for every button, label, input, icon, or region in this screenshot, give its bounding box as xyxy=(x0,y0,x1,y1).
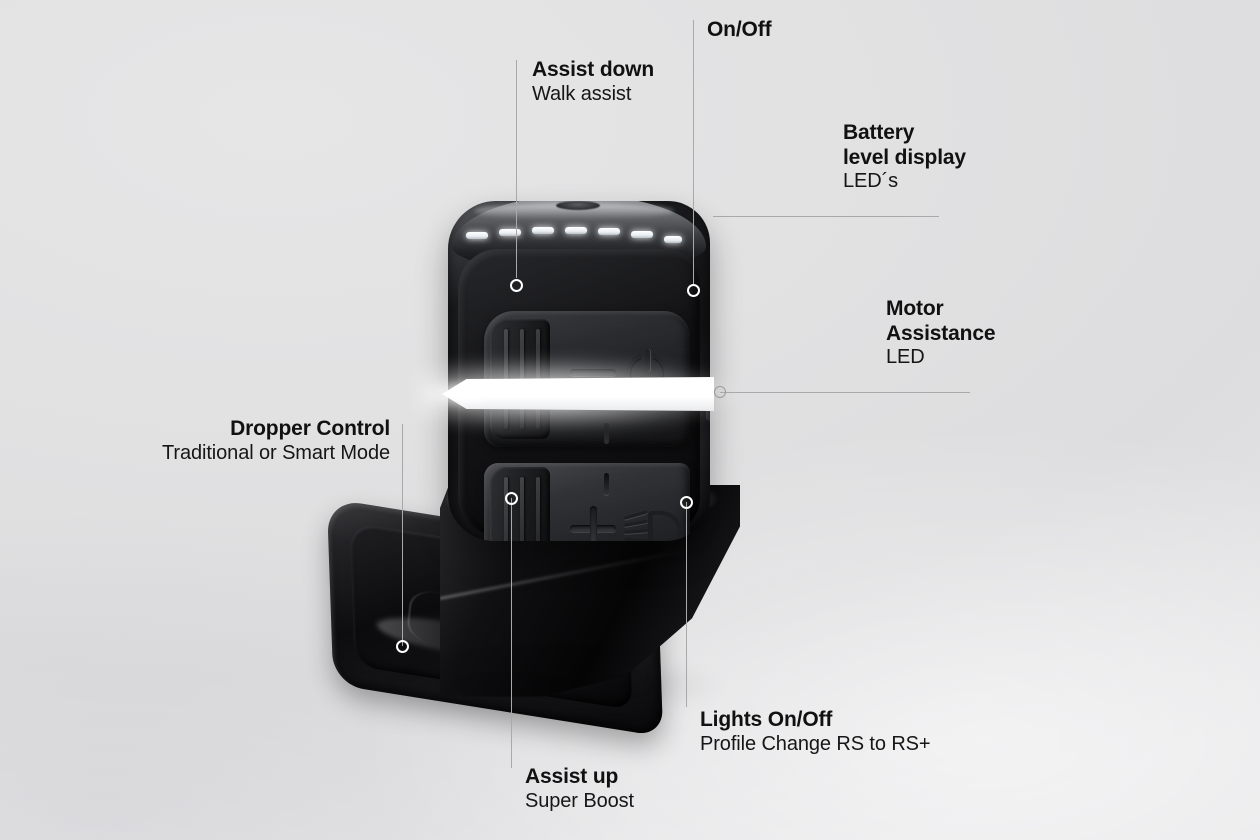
callout-title: Lights On/Off xyxy=(700,708,833,731)
center-tick-lower xyxy=(604,473,609,495)
drop-shadow xyxy=(390,655,720,715)
callout-battery-level-display: Battery level display LED´s xyxy=(843,121,966,194)
led-bar-tip-glow xyxy=(424,381,484,407)
marker-dot-assist-down xyxy=(510,279,523,292)
battery-led-segment xyxy=(499,229,521,236)
callout-subtitle: Walk assist xyxy=(532,82,632,105)
callout-subtitle: Traditional or Smart Mode xyxy=(162,441,390,464)
center-tick-upper xyxy=(604,423,609,443)
battery-led-segment xyxy=(565,227,587,234)
callout-subtitle: LED´s xyxy=(843,170,899,193)
callout-motor-assistance: Motor Assistance LED xyxy=(886,297,996,370)
callout-subtitle: Super Boost xyxy=(525,789,634,812)
marker-dot-dropper xyxy=(396,640,409,653)
grip-rib xyxy=(520,477,524,541)
leader-line-assist-down xyxy=(516,60,517,278)
leader-line-battery xyxy=(713,216,939,217)
assist-up-grip[interactable] xyxy=(490,467,550,541)
charge-port xyxy=(556,201,600,210)
callout-subtitle: Profile Change RS to RS+ xyxy=(700,732,931,755)
callout-lights-on-off: Lights On/Off Profile Change RS to RS+ xyxy=(700,708,931,756)
callout-title-line-1: Motor xyxy=(886,297,944,320)
callout-assist-up: Assist up Super Boost xyxy=(525,765,634,813)
motor-assistance-led-bar xyxy=(416,357,746,431)
callout-title: On/Off xyxy=(707,18,772,41)
leader-line-dropper xyxy=(402,424,403,646)
callout-title-line-2: Assistance xyxy=(886,321,996,345)
leader-line-on-off xyxy=(693,20,694,284)
callout-subtitle: LED xyxy=(886,346,925,369)
battery-led-segment xyxy=(598,228,620,235)
callout-title-line-2: level display xyxy=(843,145,966,169)
callout-on-off: On/Off xyxy=(707,18,772,43)
clamp-arm-edge-highlight xyxy=(440,549,686,600)
marker-dot-motor xyxy=(714,386,726,398)
marker-dot-on-off xyxy=(687,284,700,297)
callout-title: Assist down xyxy=(532,58,655,81)
grip-rib xyxy=(536,477,540,541)
battery-led-segment xyxy=(631,231,653,238)
marker-dot-assist-up xyxy=(505,492,518,505)
led-bar-core xyxy=(442,377,714,411)
battery-led-strip xyxy=(466,227,694,245)
cap-sheen xyxy=(474,203,674,219)
battery-led-segment xyxy=(532,227,554,234)
marker-dot-lights xyxy=(680,496,693,509)
leader-line-lights xyxy=(686,502,687,707)
leader-line-motor xyxy=(720,392,970,393)
battery-led-segment xyxy=(466,232,488,239)
battery-led-segment xyxy=(664,236,682,243)
leader-line-assist-up xyxy=(511,498,512,768)
callout-title: Assist up xyxy=(525,765,619,788)
callout-assist-down: Assist down Walk assist xyxy=(532,58,654,106)
grip-rib xyxy=(504,477,508,541)
callout-title-line-1: Battery xyxy=(843,121,915,144)
callout-dropper-control: Dropper Control Traditional or Smart Mod… xyxy=(0,417,390,465)
callout-title: Dropper Control xyxy=(230,417,390,440)
remote-control-device xyxy=(326,185,750,737)
